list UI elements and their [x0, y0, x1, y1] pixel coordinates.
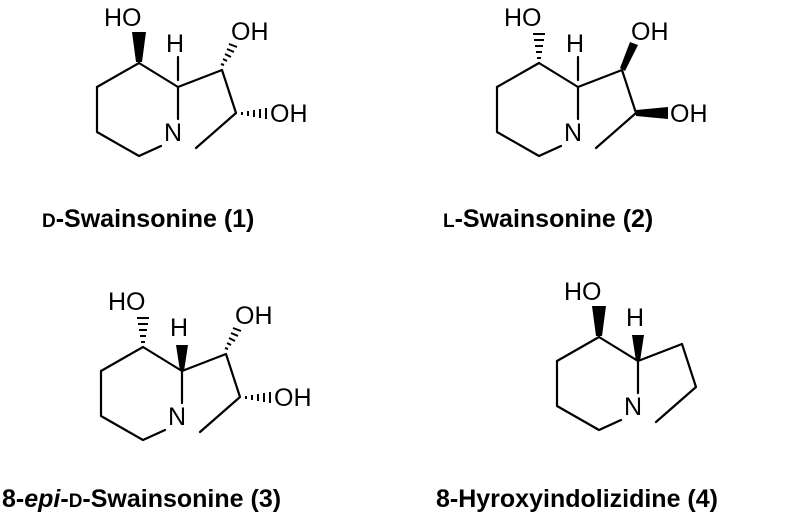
five-ring-bonds: [576, 68, 638, 150]
wedge-bond-h: [632, 335, 644, 361]
wedge-bond-oh: [132, 32, 146, 62]
ho-label: HO: [504, 4, 542, 32]
wedge-bond-oh: [592, 306, 606, 336]
ho-label: HO: [104, 4, 142, 32]
six-ring-bonds: [95, 85, 163, 158]
c7-c8-bond: [99, 345, 145, 373]
six-ring-bonds: [99, 369, 167, 442]
n-label: N: [564, 119, 582, 147]
hash-bond-oh-lower: [241, 108, 267, 119]
c8-c8a-bond: [141, 345, 184, 373]
structure-4: HO H N 8-Hyroxyindolizidine (4): [436, 278, 718, 513]
c7-c8-bond: [495, 61, 541, 89]
compound-4-name: 8-Hyroxyindolizidine (4): [436, 485, 718, 513]
wedge-bond-oh-upper: [620, 42, 638, 71]
n-label: N: [164, 119, 182, 147]
five-ring-bonds: [180, 352, 242, 434]
hash-bond-ho: [533, 33, 545, 59]
oh-label: OH: [274, 384, 312, 412]
hash-bond-oh-lower: [245, 392, 271, 403]
n-label: N: [624, 393, 642, 421]
hash-bond-ho: [137, 317, 149, 343]
compound-3-name: 8-epi-D-Swainsonine (3): [2, 485, 281, 513]
ho-label: HO: [564, 278, 602, 306]
h-label: H: [166, 30, 184, 58]
five-ring-bonds: [636, 342, 698, 424]
six-ring-bonds: [555, 359, 623, 432]
n-label: N: [168, 403, 186, 431]
compound-2-name: L-Swainsonine (2): [443, 205, 653, 233]
compound-1-name: D-Swainsonine (1): [42, 205, 254, 233]
h-label: H: [566, 30, 584, 58]
oh-label: OH: [670, 100, 708, 128]
oh-label: OH: [270, 100, 308, 128]
wedge-bond-oh-lower: [636, 107, 668, 119]
c7-c8-bond: [95, 61, 141, 89]
c8-c8a-bond: [597, 335, 640, 363]
wedge-bond-h: [176, 345, 188, 371]
c8-c8a-bond: [537, 61, 580, 89]
h-label: H: [626, 304, 644, 332]
structure-2: HO H OH OH N L-Swainsonine (2): [443, 4, 708, 233]
hash-bond-oh-upper: [224, 327, 242, 350]
structure-3: HO H OH OH N 8-epi-D-Swainsonine (3): [2, 288, 312, 513]
ho-label: HO: [108, 288, 146, 316]
c8-c8a-bond: [137, 61, 180, 89]
five-ring-bonds: [176, 68, 238, 150]
hash-bond-oh-upper: [220, 43, 238, 66]
c7-c8-bond: [555, 335, 601, 363]
h-label: H: [170, 314, 188, 342]
structure-1: HO H OH OH N D-Swainsonine (1): [42, 4, 308, 233]
oh-label: OH: [231, 18, 269, 46]
six-ring-bonds: [495, 85, 563, 158]
oh-label: OH: [631, 18, 669, 46]
oh-label: OH: [235, 302, 273, 330]
